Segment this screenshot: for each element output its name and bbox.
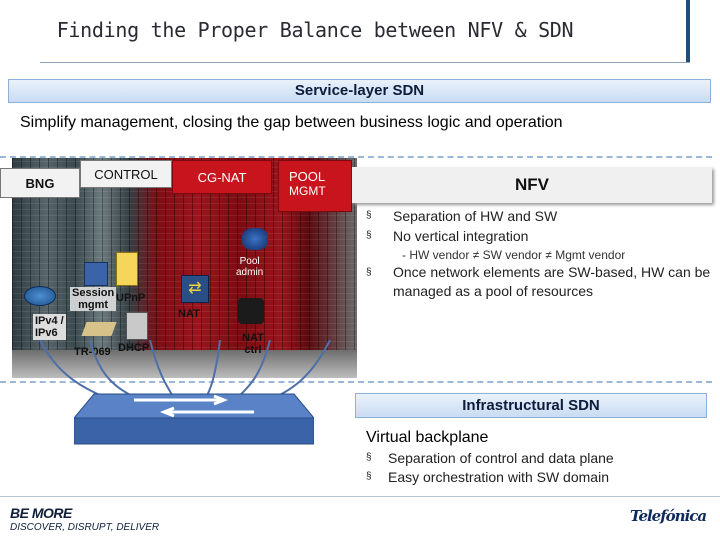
router-icon [24, 286, 56, 306]
session-mgmt-line2: mgmt [78, 299, 109, 311]
bng-label: BNG [0, 168, 80, 198]
infra-bullet-1-text: Separation of control and data plane [388, 450, 614, 466]
cg-nat-label: CG-NAT [172, 160, 272, 194]
slide-title: Finding the Proper Balance between NFV &… [56, 18, 574, 42]
dhcp-server-icon [126, 312, 148, 340]
footer-divider [0, 496, 720, 497]
nfv-title: NFV [352, 167, 712, 203]
title-accent-bar [686, 0, 690, 62]
nat-ctrl-line1: NAT [242, 332, 264, 344]
upnp-device-icon [116, 252, 138, 286]
infrastructural-sdn-bar: Infrastructural SDN [355, 393, 707, 418]
pool-mgmt-label: POOL MGMT [278, 160, 352, 212]
nat-ctrl-line2: ctrl [244, 344, 262, 356]
pool-admin-line1: Pool [239, 256, 260, 267]
pool-admin-line2: admin [236, 267, 264, 278]
bullet-marker: § [366, 267, 372, 278]
tr069-icon [81, 322, 117, 336]
ipv4-ipv6-label: IPv4 / IPv6 [33, 314, 66, 340]
bullet-marker: § [366, 230, 372, 241]
footer-tagline: DISCOVER, DISRUPT, DELIVER [10, 522, 160, 533]
title-divider [40, 62, 690, 63]
bullet-marker: § [366, 471, 372, 482]
nfv-sub-bullet: - HW vendor ≠ SW vendor ≠ Mgmt vendor [402, 248, 626, 262]
nat-ctrl-icon [238, 298, 264, 324]
nfv-bullet-1-text: Separation of HW and SW [393, 208, 558, 224]
pool-admin-label: Pool admin [236, 256, 263, 278]
nat-ctrl-label: NAT ctrl [242, 332, 264, 356]
infra-bullet-2-text: Easy orchestration with SW domain [388, 469, 609, 485]
bullet-marker: § [366, 452, 372, 463]
session-mgmt-label: Session mgmt [70, 287, 117, 311]
dashed-divider-top [0, 156, 712, 158]
nfv-bullet-2-text: No vertical integration [393, 228, 529, 244]
ipv4-line1: IPv4 / [35, 315, 64, 327]
nfv-bullet-3-text: Once network elements are SW-based, HW c… [393, 264, 711, 299]
bullet-marker: § [366, 210, 372, 221]
virtual-backplane-heading: Virtual backplane [366, 429, 489, 446]
pool-mgmt-line1: POOL [289, 169, 326, 184]
upnp-label: UPnP [116, 292, 146, 304]
pool-mgmt-line2: MGMT [289, 184, 326, 198]
dashed-divider-bottom [0, 381, 712, 383]
tr069-label: TR-069 [74, 346, 111, 358]
service-layer-sdn-bar: Service-layer SDN [8, 79, 711, 103]
control-label: CONTROL [80, 160, 172, 188]
footer-brand: BE MORE [10, 505, 72, 521]
ipv4-line2: IPv6 [35, 327, 58, 339]
nat-label: NAT [178, 308, 200, 320]
pool-admin-icon [242, 228, 268, 250]
session-mgmt-line1: Session [72, 287, 115, 299]
session-mgmt-icon [84, 262, 108, 286]
service-sdn-subtitle: Simplify management, closing the gap bet… [20, 114, 563, 131]
nat-icon: ⇄ [181, 275, 209, 303]
telefonica-logo: Telefónica [630, 507, 707, 525]
dhcp-label: DHCP [118, 342, 150, 354]
switch-icon [74, 393, 314, 445]
